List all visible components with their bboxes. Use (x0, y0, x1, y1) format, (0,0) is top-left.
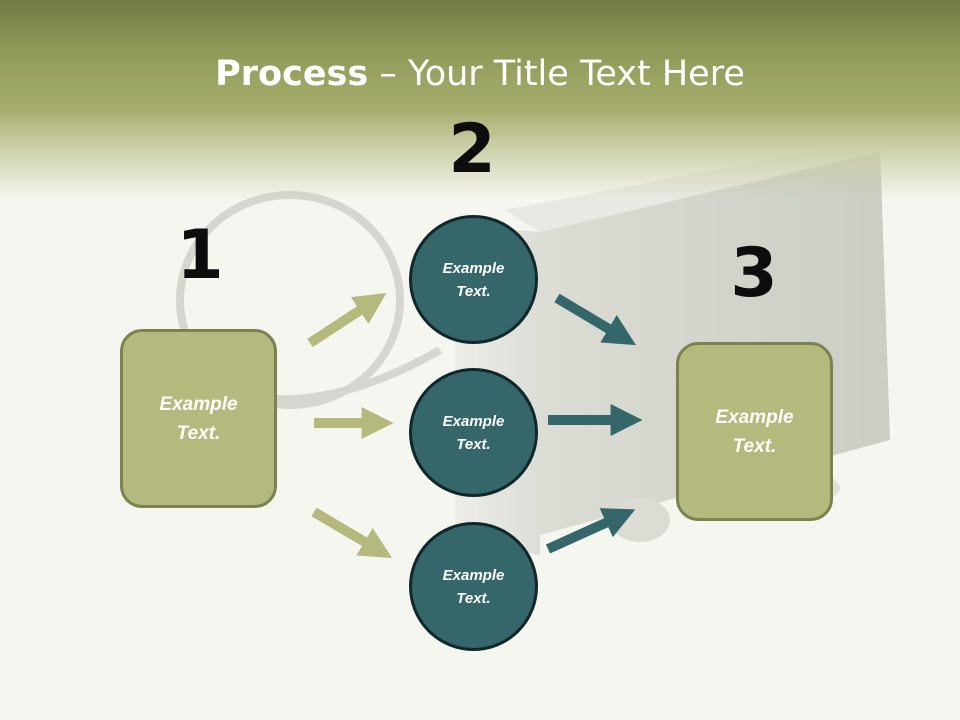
step-1-text: Example Text. (159, 393, 238, 444)
header-band (0, 0, 960, 200)
arrow-circle-top-to-box3 (554, 293, 636, 346)
step-number-1: 1 (176, 216, 224, 295)
step-3-box: Example Text. (676, 342, 833, 521)
step-2-circle-middle-text: Example Text. (442, 412, 505, 453)
slide-title-rest: – Your Title Text Here (368, 54, 745, 94)
step-2-circle-bottom: Example Text. (409, 522, 538, 651)
slide-title: Process – Your Title Text Here (0, 52, 960, 96)
step-2-circle-middle: Example Text. (409, 368, 538, 497)
step-2-circle-top-text: Example Text. (442, 259, 505, 300)
slide-title-bold: Process (215, 54, 369, 94)
step-1-box: Example Text. (120, 329, 277, 508)
arrow-box1-to-circle-top (307, 292, 387, 348)
step-2-circle-top: Example Text. (409, 215, 538, 344)
step-number-2: 2 (448, 110, 496, 189)
step-number-3: 3 (730, 234, 778, 313)
arrow-circle-bottom-to-box3 (545, 508, 636, 554)
step-3-text: Example Text. (715, 406, 794, 457)
step-2-circle-bottom-text: Example Text. (442, 566, 505, 607)
arrow-box1-to-circle-bottom (311, 507, 393, 558)
